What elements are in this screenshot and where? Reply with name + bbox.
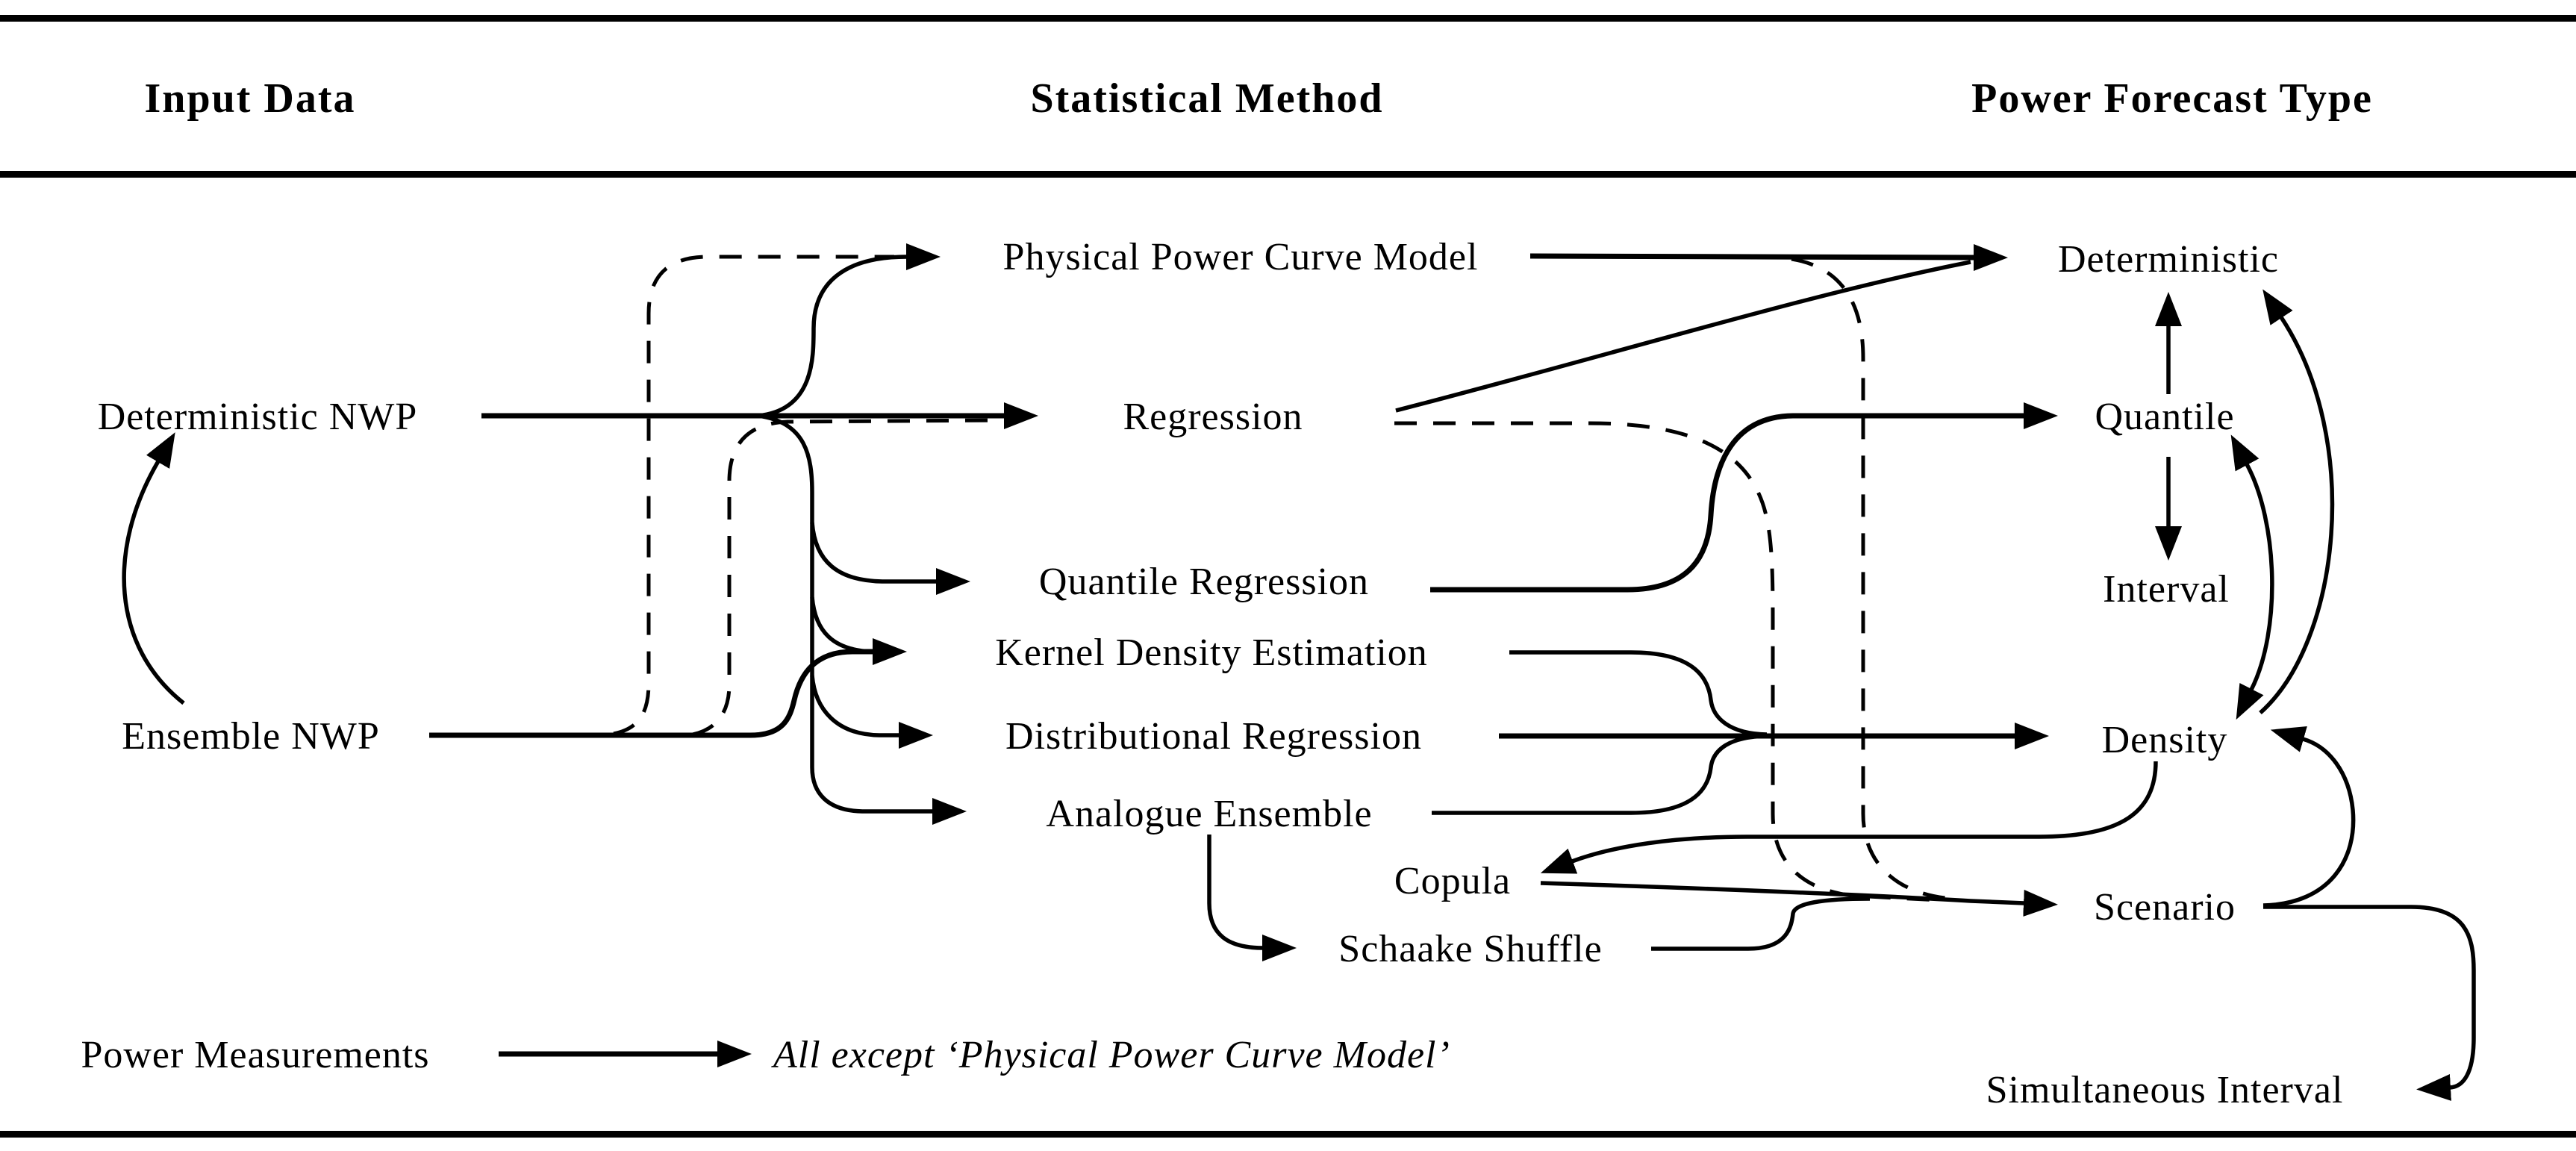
note-all-except-ppcm: All except ‘Physical Power Curve Model’ — [771, 1034, 1450, 1076]
node-ensemble-nwp: Ensemble NWP — [122, 715, 380, 758]
edge-fan-to-quantile-regression — [810, 522, 970, 595]
node-distributional-regression: Distributional Regression — [1005, 715, 1422, 758]
edge-analogue-ensemble-to-schaake-shuffle — [1207, 835, 1297, 961]
edge-regression-to-deterministic — [1395, 260, 1971, 413]
header-power-forecast-type: Power Forecast Type — [1971, 75, 2373, 122]
node-schaake-shuffle: Schaake Shuffle — [1338, 928, 1602, 970]
edge-regression-dashed-to-scenario — [1394, 421, 1942, 902]
edge-ensemble-to-deterministic-nwp — [122, 432, 185, 705]
node-power-measurements: Power Measurements — [81, 1034, 429, 1076]
edge-schaake-shuffle-to-scenario — [1651, 896, 1871, 951]
node-deterministic: Deterministic — [2058, 238, 2279, 281]
edge-density-to-deterministic — [2259, 289, 2335, 715]
node-quantile: Quantile — [2095, 396, 2234, 438]
header-statistical-method: Statistical Method — [1030, 75, 1383, 122]
node-interval: Interval — [2103, 568, 2230, 611]
edge-deterministic-nwp-to-analogue-ensemble — [757, 414, 967, 825]
edge-kde-to-density-merge — [1509, 650, 1768, 737]
edge-ensemble-to-kde — [429, 638, 907, 738]
edge-analogue-ensemble-to-density-merge — [1432, 734, 1768, 815]
bottom-rule — [0, 1131, 2576, 1138]
edge-ensemble-dashed-to-regression — [692, 418, 997, 737]
node-analogue-ensemble: Analogue Ensemble — [1046, 793, 1372, 835]
edge-scenario-to-simultaneous-interval — [2263, 905, 2476, 1101]
node-density: Density — [2102, 719, 2228, 761]
header-input-data: Input Data — [145, 75, 356, 122]
edge-fan-to-kde — [810, 596, 873, 654]
node-simultaneous-interval: Simultaneous Interval — [1986, 1069, 2344, 1111]
edge-copula-to-scenario — [1540, 881, 2058, 917]
edge-density-to-copula — [1540, 761, 2158, 874]
node-copula: Copula — [1394, 860, 1511, 902]
edge-ensemble-dashed-to-ppcm — [613, 255, 894, 736]
edge-scenario-to-density — [2262, 726, 2356, 908]
edge-ppcm-dashed-to-scenario — [1791, 257, 1953, 901]
node-physical-power-curve-model: Physical Power Curve Model — [1003, 236, 1479, 278]
header-rule — [0, 171, 2576, 178]
edge-deterministic-nwp-to-ppcm — [757, 243, 941, 418]
node-deterministic-nwp: Deterministic NWP — [98, 396, 418, 438]
edge-quantile-density-double — [2230, 434, 2274, 720]
top-rule — [0, 15, 2576, 22]
node-scenario: Scenario — [2094, 886, 2236, 929]
edge-ppcm-to-deterministic — [1529, 243, 2008, 271]
edge-fan-to-distributional-regression — [810, 675, 933, 749]
node-regression: Regression — [1123, 396, 1303, 438]
node-kernel-density-estimation: Kernel Density Estimation — [995, 631, 1428, 674]
edge-quantile-regression-to-quantile — [1430, 402, 2058, 593]
node-quantile-regression: Quantile Regression — [1039, 561, 1369, 603]
